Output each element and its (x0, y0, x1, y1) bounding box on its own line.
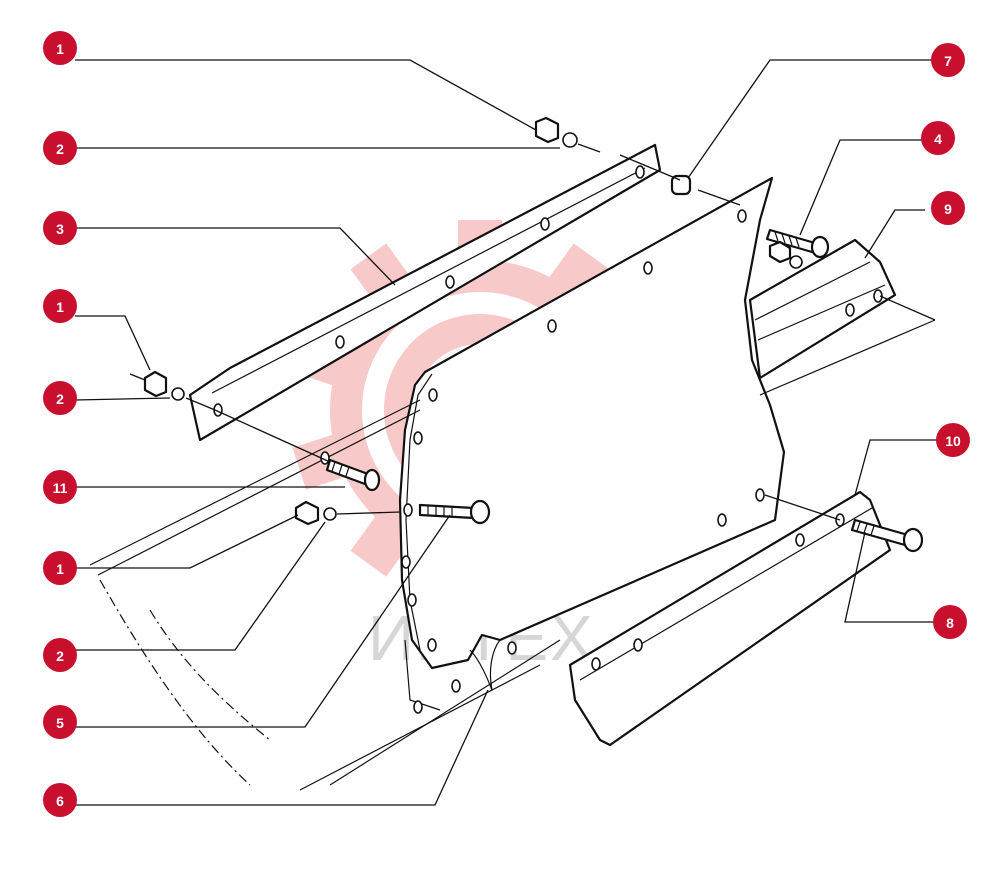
bolt-hole (845, 303, 855, 317)
bolt-hole (507, 641, 517, 655)
nut-washer-top (534, 116, 601, 153)
carriage-bolt-11 (214, 409, 381, 492)
bolt-hole (445, 275, 455, 289)
leader-lines (74, 59, 940, 806)
callout-3: 3 (43, 211, 77, 245)
bolt-hole (401, 555, 411, 569)
bolt-hole (643, 261, 653, 275)
bolt-hole (633, 638, 643, 652)
bolt-hole (427, 638, 437, 652)
callout-label: 1 (56, 561, 64, 577)
bottom-cutting-edge (568, 490, 892, 747)
callout-label: 11 (53, 480, 68, 496)
bolt-hole (451, 679, 461, 693)
spacer-7 (670, 174, 692, 196)
callout-2: 2 (43, 131, 77, 165)
callout-label: 2 (56, 648, 64, 664)
callout-label: 8 (946, 615, 954, 631)
bolt-hole (873, 289, 883, 303)
callout-1: 1 (43, 289, 77, 323)
bolt-hole (335, 335, 345, 349)
bolt-holes (213, 165, 883, 714)
callout-label: 10 (945, 433, 961, 449)
bolt-hole (413, 700, 423, 714)
callout-label: 3 (56, 221, 64, 237)
bolt-hole (407, 593, 417, 607)
bolt-hole (635, 165, 645, 179)
callout-1: 1 (43, 551, 77, 585)
callout-5: 5 (43, 705, 77, 739)
callout-label: 2 (56, 141, 64, 157)
rear-strip (748, 238, 897, 380)
callout-label: 5 (56, 715, 64, 731)
callout-label: 9 (944, 201, 952, 217)
nut-washer-right (768, 240, 803, 269)
callout-8: 8 (933, 605, 967, 639)
bolt-hole (540, 217, 550, 231)
carriage-bolt-8 (764, 494, 924, 553)
bolt-hole (591, 657, 601, 671)
nut-washer-lower (294, 500, 401, 526)
bolt-hole (755, 488, 765, 502)
bolt-hole (413, 431, 423, 445)
callout-label: 4 (934, 131, 942, 147)
callout-7: 7 (931, 43, 965, 77)
callout-6: 6 (43, 783, 77, 817)
callout-label: 1 (56, 41, 64, 57)
bolt-hole (547, 319, 557, 333)
callout-1: 1 (43, 31, 77, 65)
callout-label: 6 (56, 793, 64, 809)
callout-label: 2 (56, 391, 64, 407)
callout-2: 2 (43, 638, 77, 672)
carriage-bolt-5 (418, 499, 491, 525)
callout-4: 4 (921, 121, 955, 155)
callout-10: 10 (936, 423, 970, 457)
bolt-hole (795, 533, 805, 547)
bolt-hole (737, 209, 747, 223)
bolt-hole (403, 503, 413, 517)
fasteners (129, 116, 936, 553)
callout-label: 7 (944, 53, 952, 69)
nut-washer-left (129, 370, 216, 411)
frame-outline (89, 319, 936, 791)
callout-label: 1 (56, 299, 64, 315)
bolt-hole (428, 388, 438, 402)
callout-2: 2 (43, 381, 77, 415)
carriage-bolt-4 (765, 228, 830, 259)
moldboard (398, 176, 786, 691)
callout-11: 11 (43, 470, 77, 504)
bolt-hole (717, 513, 727, 527)
callout-9: 9 (931, 191, 965, 225)
